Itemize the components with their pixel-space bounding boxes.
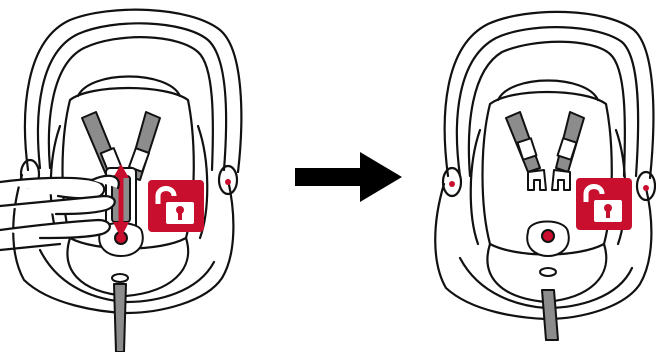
buckle-tongue-left: [528, 170, 546, 190]
unlock-icon: [148, 180, 204, 232]
arrow-right-icon: [295, 152, 402, 202]
buckle-tongue-right: [552, 170, 570, 190]
handle-release-dot: [643, 185, 649, 191]
carry-handle: [25, 10, 241, 172]
car-seat-before: [13, 10, 241, 313]
handle-release-dot: [225, 179, 231, 185]
unlock-icon: [576, 178, 632, 230]
handle-release-dot: [449, 181, 455, 187]
